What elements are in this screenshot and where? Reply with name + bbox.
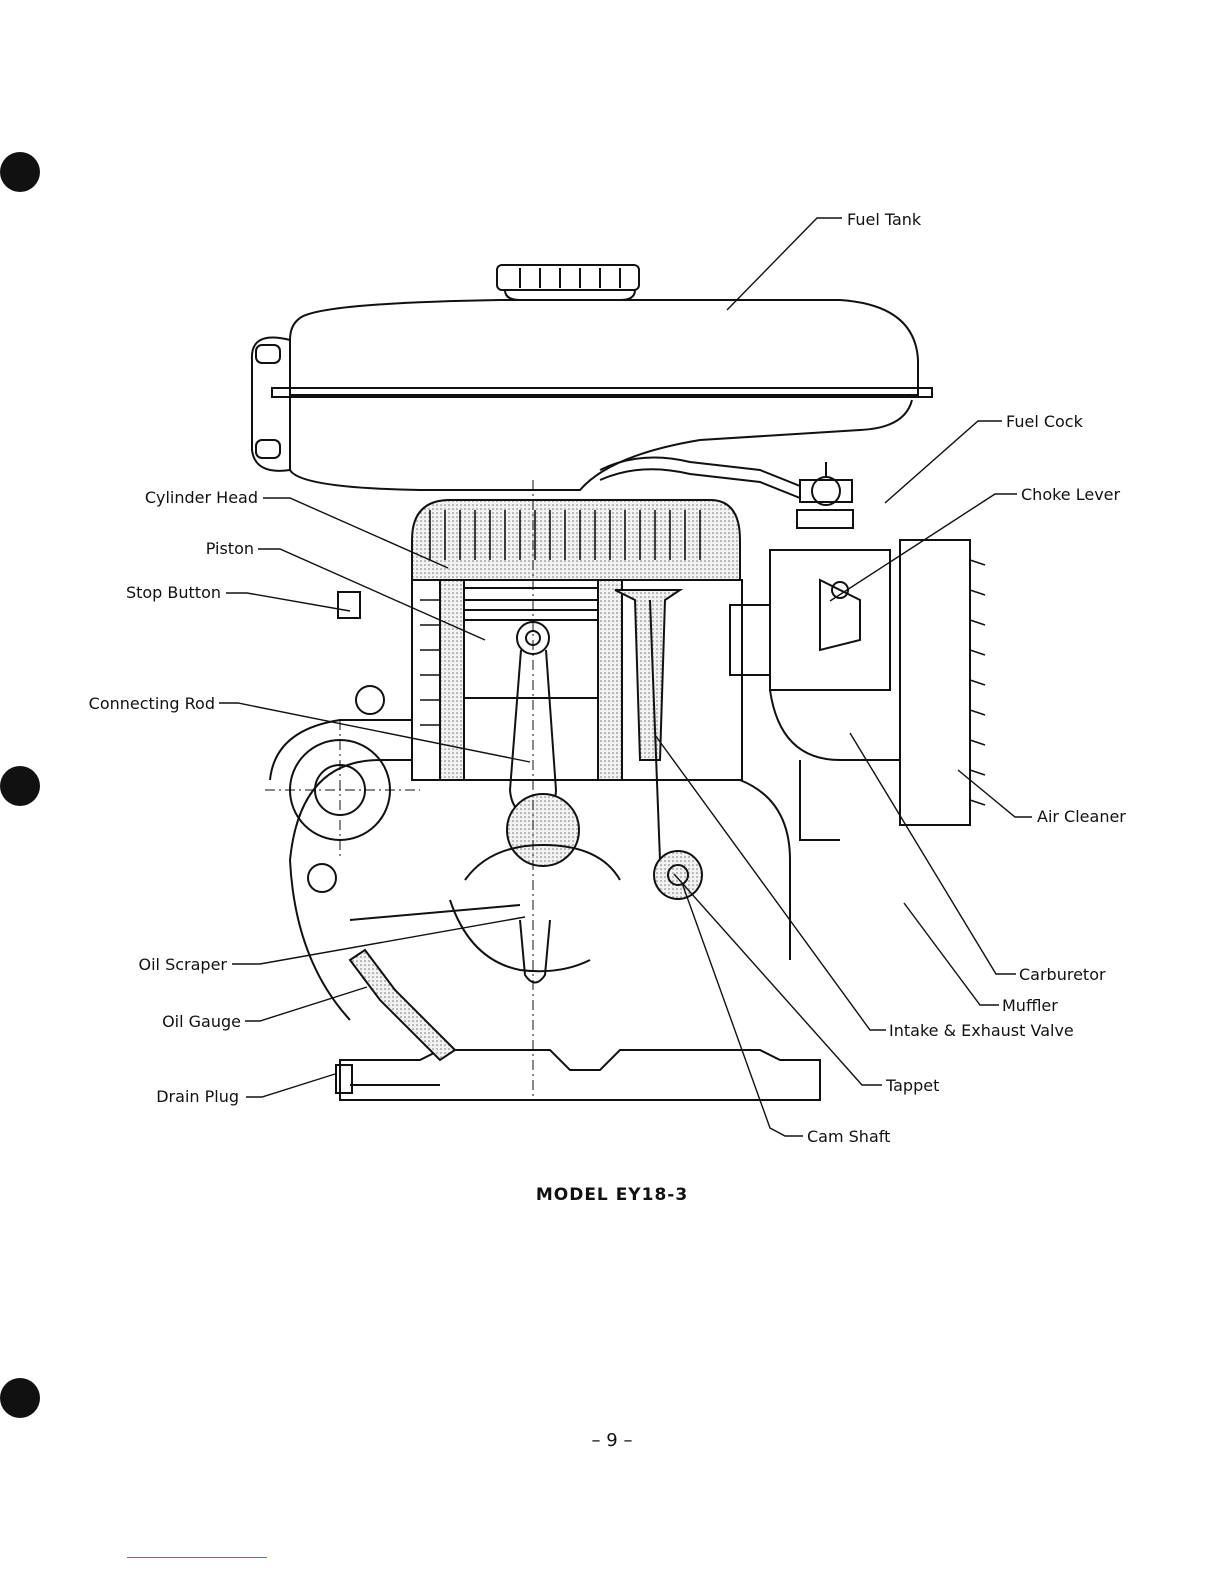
label-stop-button: Stop Button [126, 583, 221, 602]
label-air-cleaner: Air Cleaner [1037, 807, 1126, 826]
label-cam-shaft: Cam Shaft [807, 1127, 890, 1146]
label-piston: Piston [206, 539, 254, 558]
label-tappet: Tappet [885, 1076, 939, 1095]
label-muffler: Muffler [1002, 996, 1058, 1015]
engine-illustration [252, 265, 985, 1100]
footnote-rule [127, 1557, 267, 1558]
label-choke-lever: Choke Lever [1021, 485, 1121, 504]
diagram-caption: MODEL EY18-3 [0, 1185, 1224, 1205]
label-intake-exhaust-valve: Intake & Exhaust Valve [889, 1021, 1074, 1040]
label-fuel-cock: Fuel Cock [1006, 412, 1084, 431]
label-oil-gauge: Oil Gauge [162, 1012, 241, 1031]
label-cylinder-head: Cylinder Head [145, 488, 258, 507]
label-carburetor: Carburetor [1019, 965, 1106, 984]
page-number: – 9 – [0, 1430, 1224, 1451]
label-connecting-rod: Connecting Rod [89, 694, 215, 713]
label-drain-plug: Drain Plug [156, 1087, 239, 1106]
label-oil-scraper: Oil Scraper [139, 955, 228, 974]
label-fuel-tank: Fuel Tank [847, 210, 922, 229]
leader-lines [219, 218, 1032, 1136]
